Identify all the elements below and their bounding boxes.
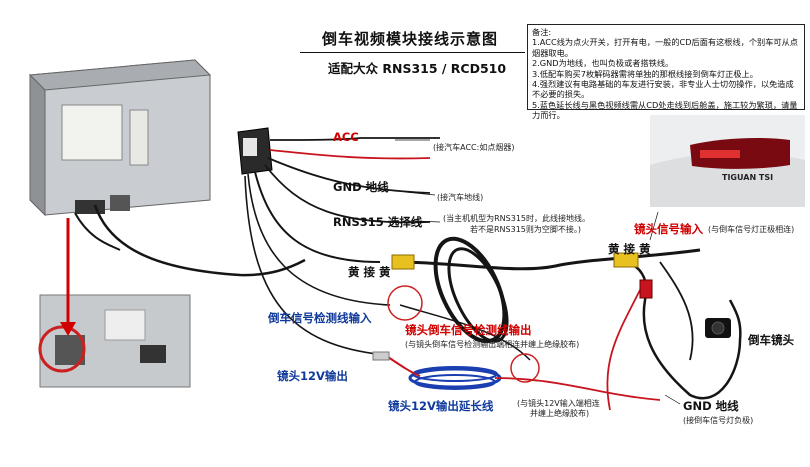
camera-12v-output-label: 镜头12V输出 xyxy=(277,369,348,383)
car-photo: TIGUAN TSI xyxy=(650,115,805,207)
page-title: 倒车视频模块接线示意图 xyxy=(322,30,499,48)
gnd2-note: (接倒车信号灯负极) xyxy=(683,416,754,425)
reverse-camera-device xyxy=(705,318,731,338)
gnd2-label: GND 地线 xyxy=(683,399,739,413)
yellow-join-label-left: 黄 接 黄 xyxy=(348,265,391,279)
notes-line: 不必要的损失。 xyxy=(532,89,590,100)
camera-12v-note-line1: (与镜头12V输入端相连 xyxy=(517,399,600,408)
notes-line: 5.蓝色延长线与黑色视频线需从CD处走线到后舱盖，施工较为繁琐，请量 xyxy=(532,99,798,110)
decoder-module xyxy=(237,127,273,175)
camera-signal-input-label: 镜头信号输入 xyxy=(634,222,703,236)
head-unit-back xyxy=(38,294,191,388)
notes-heading: 备注: xyxy=(532,27,552,37)
notes-line: 力而行。 xyxy=(532,110,565,121)
reverse-camera-label: 倒车镜头 xyxy=(748,333,794,347)
rca-connector xyxy=(391,254,415,270)
notes-line: 2.GND为地线，也叫负极或者搭铁线。 xyxy=(532,58,674,69)
notes-line: 1.ACC线为点火开关，打开有电，一般的CD后面有这根线，个别车可从点 xyxy=(532,37,798,48)
camera-detect-output-label: 镜头倒车信号检测线输出 xyxy=(405,323,532,337)
head-unit-top xyxy=(28,59,212,217)
camera-12v-note-line2: 并缠上绝缘胶布) xyxy=(530,409,590,418)
detect-circle xyxy=(387,285,423,321)
highlight-circle xyxy=(38,325,86,373)
notes-line: 4.强烈建议有电路基础的车友进行安装，非专业人士切勿操作，以免造成 xyxy=(532,79,794,90)
rca-connector xyxy=(613,252,639,268)
rns-note-line1: (当主机机型为RNS315时，此线接地线。 xyxy=(443,214,591,223)
acc-label: ACC xyxy=(333,130,359,144)
camera-12v-extension-label: 镜头12V输出延长线 xyxy=(388,399,494,413)
gnd-note: (接汽车地线) xyxy=(437,193,484,202)
rns-note-line2: 若不是RNS315则为空脚不接。) xyxy=(470,225,582,234)
camera-detect-note: (与镜头倒车信号检测输出端相连并缠上绝缘胶布) xyxy=(405,340,580,349)
car-badge: TIGUAN TSI xyxy=(722,173,773,182)
notes-line: 3.低配车购买7枚解码器需将单独的那根线接到倒车灯正极上。 xyxy=(532,68,758,79)
arrow-down-icon xyxy=(60,322,76,336)
notes-box: 备注: 1.ACC线为点火开关，打开有电，一般的CD后面有这根线，个别车可从点 … xyxy=(527,24,805,120)
reverse-detect-input-label: 倒车信号检测线输入 xyxy=(268,311,372,325)
camera-signal-note: (与倒车信号灯正极相连) xyxy=(708,225,795,234)
acc-note: (接汽车ACC:如点烟器) xyxy=(433,143,515,152)
red-terminal xyxy=(639,279,653,299)
title-underline xyxy=(300,52,525,53)
yellow-join-label-right: 黄 接 黄 xyxy=(608,242,651,256)
detect-circle xyxy=(510,353,540,383)
notes-line: 烟器取电。 xyxy=(532,47,573,58)
page-subtitle: 适配大众 RNS315 / RCD510 xyxy=(328,61,507,76)
gnd-label: GND 地线 xyxy=(333,180,389,194)
rns-select-label: RNS315 选择线 xyxy=(333,215,423,229)
